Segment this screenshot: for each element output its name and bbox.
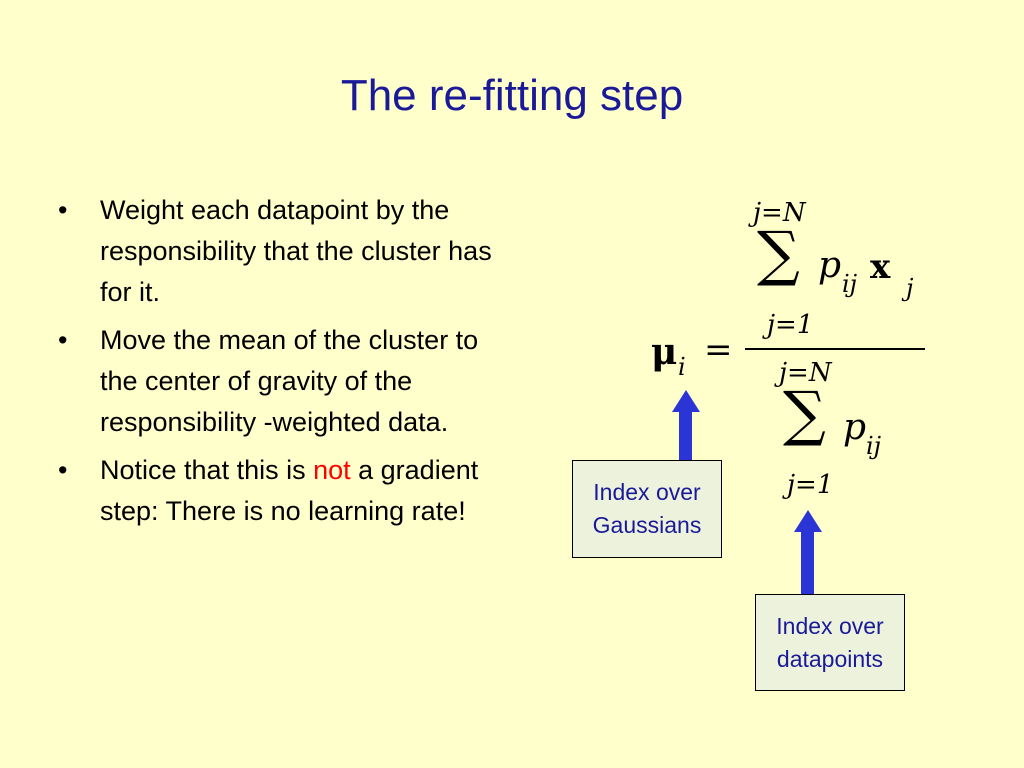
slide-title: The re-fitting step [340,71,684,120]
label-line: Index over [776,612,884,639]
label-index-over-datapoints: Index over datapoints [755,594,905,691]
denominator-sigma: ∑ [783,379,826,449]
bullet-text-before: Notice that this is [100,455,314,485]
label-index-over-gaussians: Index over Gaussians [572,460,722,558]
label-line: Gaussians [592,512,702,538]
bullet-item: • Weight each datapoint by the responsib… [58,190,498,313]
label-line: Index over [593,479,701,505]
mu-subscript: i [678,353,686,381]
numerator-sigma: ∑ [757,219,800,289]
bullet-text: Weight each datapoint by the responsibil… [100,195,492,307]
denominator-lower-limit: j=1 [787,470,834,500]
numerator-lower-limit: j=1 [767,310,814,340]
bullet-marker: • [58,455,68,485]
bullet-item: • Move the mean of the cluster to the ce… [58,320,498,443]
mu-symbol: μ [651,331,678,373]
numerator-p: p [818,245,842,286]
bullet-list: • Weight each datapoint by the responsib… [58,190,498,539]
bullet-text-after: a gradient step: There is no learning ra… [100,455,479,526]
fraction-bar [745,348,925,350]
arrow-up-icon [672,390,700,412]
numerator-x-subscript: j [906,274,914,302]
arrow-shaft [679,411,692,462]
emphasis-not: not [313,455,351,485]
bullet-item: • Notice that this is not a gradient ste… [58,450,498,532]
equals-sign: = [704,330,733,370]
bullet-text: Move the mean of the cluster to the cent… [100,325,479,437]
denominator-p: p [843,407,867,448]
arrow-up-icon [794,510,822,532]
denominator-p-subscript: ij [866,432,882,460]
numerator-p-subscript: ij [842,270,858,298]
denominator-upper-limit: j=N [779,358,832,388]
bullet-marker: • [58,325,68,355]
numerator-upper-limit: j=N [753,198,806,228]
label-line: datapoints [776,645,884,672]
numerator-x: x [870,247,891,287]
arrow-shaft [801,531,814,595]
bullet-marker: • [58,195,68,225]
